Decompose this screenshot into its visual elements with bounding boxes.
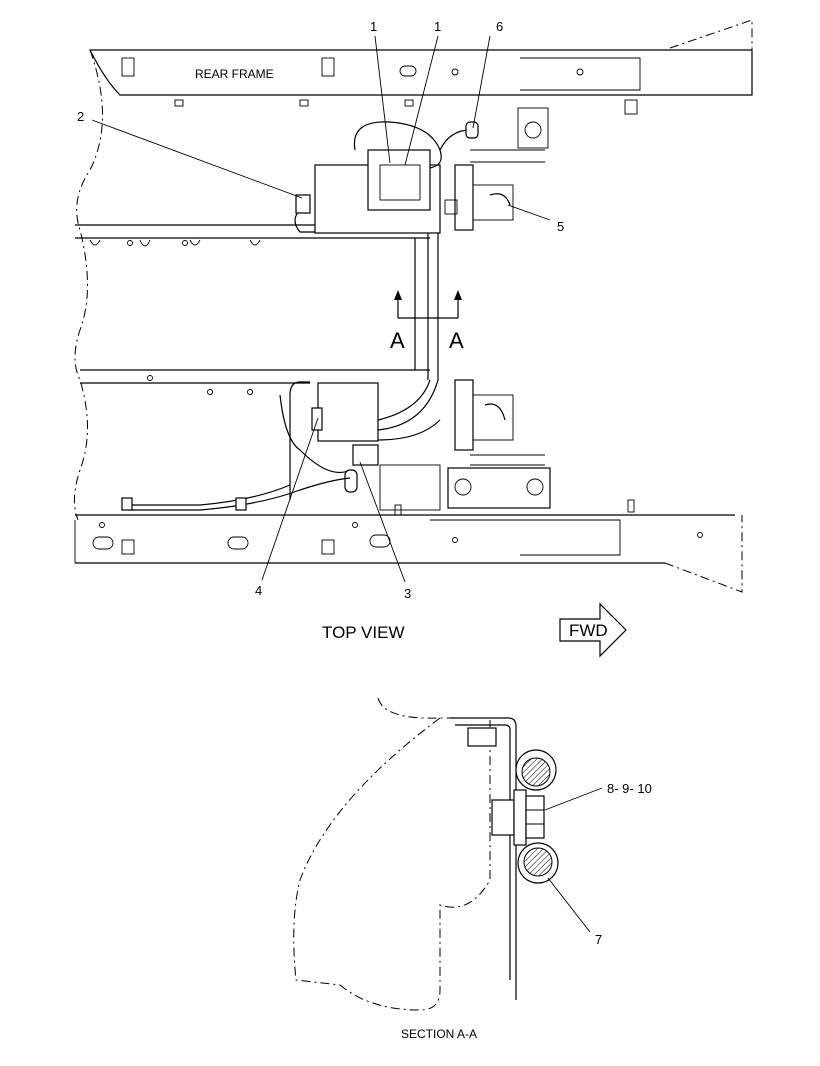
cross-members: [75, 224, 430, 395]
forward-arrow: [559, 602, 627, 658]
vertical-tubing: [414, 225, 439, 380]
frame-left-edge: [74, 49, 103, 521]
section-mark-left: A: [390, 328, 405, 353]
section-title: SECTION A-A: [401, 1027, 477, 1041]
upper-frame-rail: [89, 19, 753, 115]
callout-7: 7: [595, 932, 602, 947]
upper-valve-assembly: [294, 107, 549, 234]
callout-1a: 1: [370, 19, 377, 34]
forward-label: FWD: [569, 621, 608, 640]
callout-2: 2: [77, 109, 84, 124]
view-title: TOP VIEW: [322, 623, 405, 642]
lower-frame-rail: [74, 499, 743, 593]
lower-valve-assembly: [279, 379, 551, 511]
section-cut-line: [394, 290, 462, 319]
frame-label: REAR FRAME: [195, 67, 274, 81]
callout-6: 6: [496, 19, 503, 34]
callout-8-9-10: 8- 9- 10: [607, 781, 652, 796]
leader-lines: [91, 35, 551, 583]
callout-3: 3: [404, 586, 411, 601]
callout-1b: 1: [434, 19, 441, 34]
top-view-drawing: [74, 19, 753, 593]
callout-4: 4: [255, 583, 262, 598]
section-a-a-drawing: [293, 697, 603, 1011]
section-mark-right: A: [449, 328, 464, 353]
callout-5: 5: [557, 219, 564, 234]
